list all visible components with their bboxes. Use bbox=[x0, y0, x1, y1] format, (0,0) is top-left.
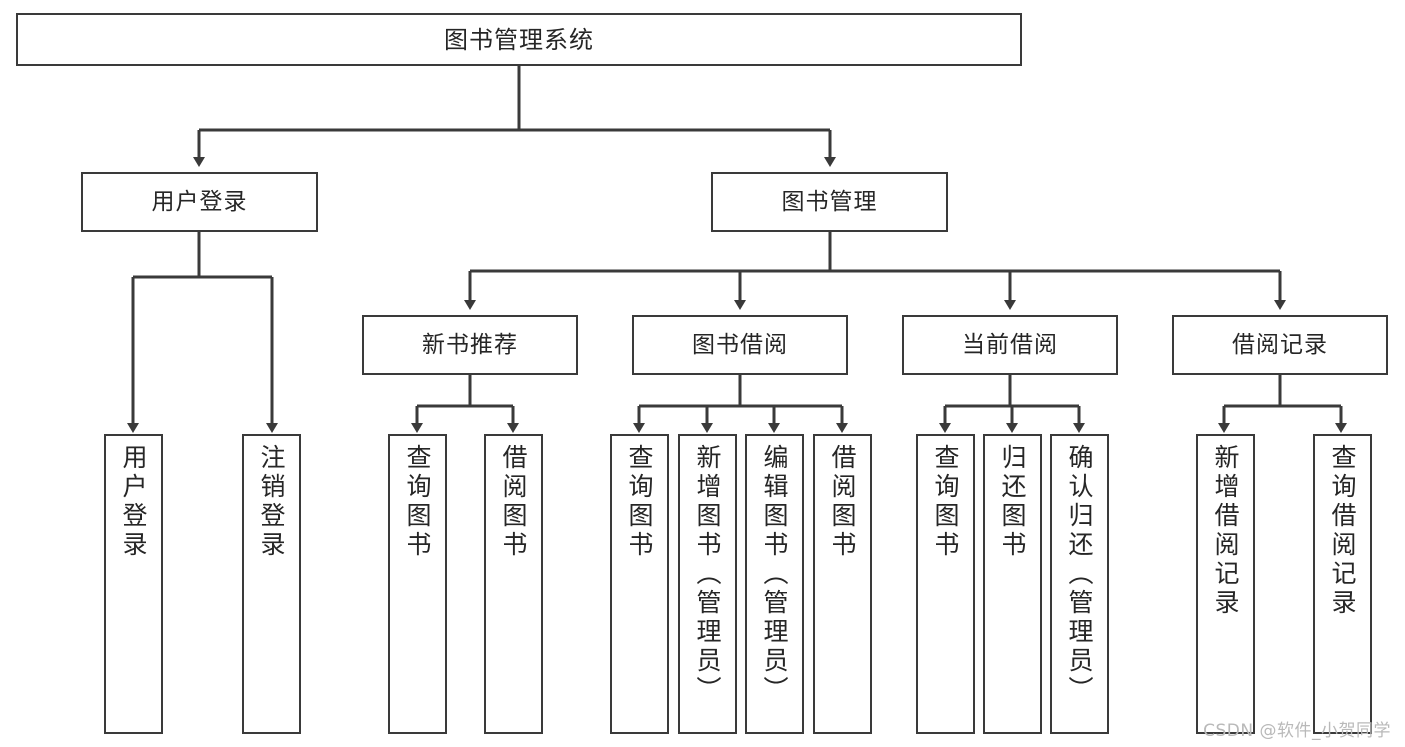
node-current-borrow[interactable]: 当前借阅 bbox=[902, 315, 1118, 375]
leaf-user-login-signout-label: 注销登录 bbox=[257, 444, 286, 560]
node-book-management[interactable]: 图书管理 bbox=[711, 172, 948, 232]
csdn-watermark: CSDN @软件_小贺同学 bbox=[1203, 721, 1391, 741]
leaf-current-borrow-query[interactable]: 查询图书 bbox=[916, 434, 975, 734]
leaf-borrow-record-query[interactable]: 查询借阅记录 bbox=[1313, 434, 1372, 734]
leaf-book-borrow-borrow-label: 借阅图书 bbox=[828, 444, 857, 560]
leaf-new-book-borrow-label: 借阅图书 bbox=[499, 444, 528, 560]
leaf-current-borrow-query-label: 查询图书 bbox=[931, 444, 960, 560]
node-root-system[interactable]: 图书管理系统 bbox=[16, 13, 1022, 66]
leaf-book-borrow-query-label: 查询图书 bbox=[625, 444, 654, 560]
leaf-current-borrow-return[interactable]: 归还图书 bbox=[983, 434, 1042, 734]
node-book-borrow-label: 图书借阅 bbox=[692, 331, 788, 358]
leaf-current-borrow-confirm-return-label: 确认归还（管理员） bbox=[1065, 444, 1094, 705]
leaf-user-login-signin-label: 用户登录 bbox=[119, 444, 148, 560]
leaf-new-book-query[interactable]: 查询图书 bbox=[388, 434, 447, 734]
node-book-management-label: 图书管理 bbox=[781, 188, 878, 215]
node-current-borrow-label: 当前借阅 bbox=[962, 331, 1058, 358]
leaf-current-borrow-confirm-return[interactable]: 确认归还（管理员） bbox=[1050, 434, 1109, 734]
leaf-user-login-signout[interactable]: 注销登录 bbox=[242, 434, 301, 734]
leaf-borrow-record-add-label: 新增借阅记录 bbox=[1211, 444, 1240, 618]
leaf-book-borrow-edit[interactable]: 编辑图书（管理员） bbox=[745, 434, 804, 734]
leaf-book-borrow-borrow[interactable]: 借阅图书 bbox=[813, 434, 872, 734]
leaf-borrow-record-query-label: 查询借阅记录 bbox=[1328, 444, 1357, 618]
leaf-book-borrow-query[interactable]: 查询图书 bbox=[610, 434, 669, 734]
leaf-new-book-borrow[interactable]: 借阅图书 bbox=[484, 434, 543, 734]
leaf-book-borrow-edit-label: 编辑图书（管理员） bbox=[760, 444, 789, 705]
node-borrow-record[interactable]: 借阅记录 bbox=[1172, 315, 1388, 375]
node-new-book-recommend-label: 新书推荐 bbox=[422, 331, 518, 358]
node-new-book-recommend[interactable]: 新书推荐 bbox=[362, 315, 578, 375]
leaf-current-borrow-return-label: 归还图书 bbox=[998, 444, 1027, 560]
leaf-new-book-query-label: 查询图书 bbox=[403, 444, 432, 560]
leaf-book-borrow-add-label: 新增图书（管理员） bbox=[693, 444, 722, 705]
node-book-borrow[interactable]: 图书借阅 bbox=[632, 315, 848, 375]
node-user-login[interactable]: 用户登录 bbox=[81, 172, 318, 232]
node-user-login-label: 用户登录 bbox=[151, 188, 248, 215]
leaf-borrow-record-add[interactable]: 新增借阅记录 bbox=[1196, 434, 1255, 734]
node-borrow-record-label: 借阅记录 bbox=[1232, 331, 1328, 358]
leaf-user-login-signin[interactable]: 用户登录 bbox=[104, 434, 163, 734]
leaf-book-borrow-add[interactable]: 新增图书（管理员） bbox=[678, 434, 737, 734]
node-root-system-label: 图书管理系统 bbox=[444, 25, 594, 54]
